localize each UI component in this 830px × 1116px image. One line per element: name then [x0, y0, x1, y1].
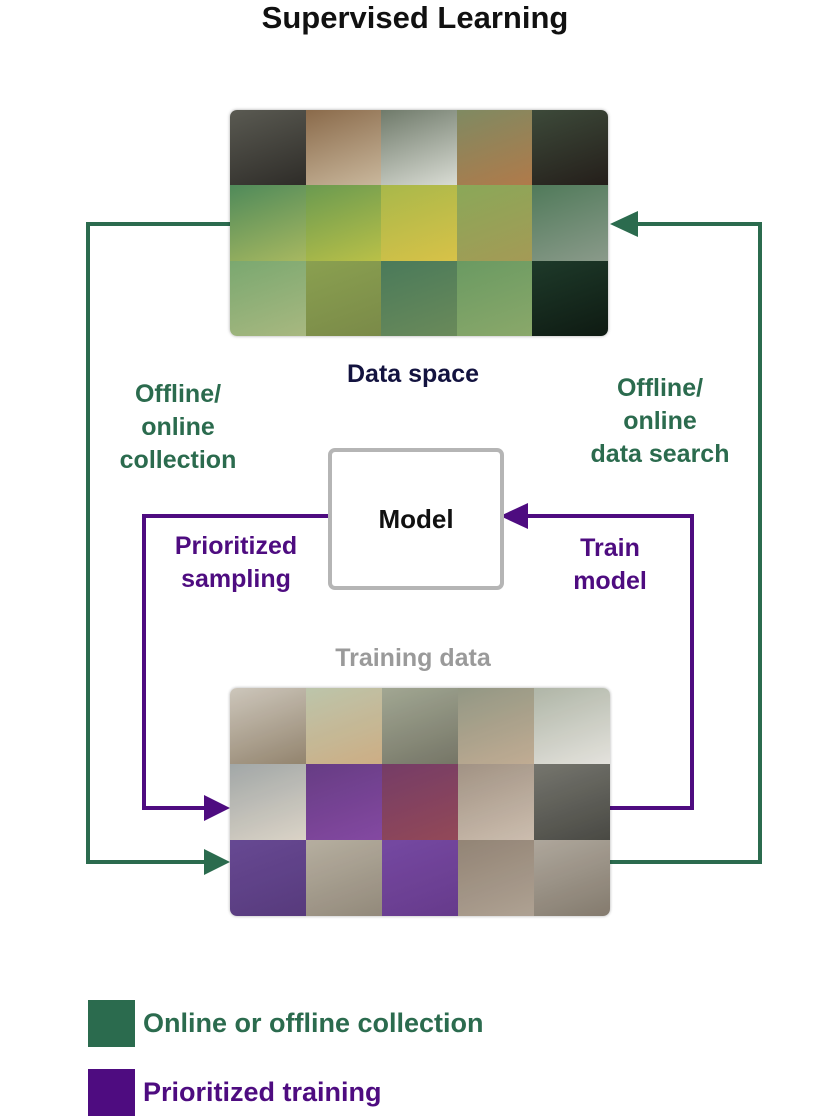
training-data-label: Training data — [335, 644, 491, 672]
collection-arrowhead — [204, 849, 230, 875]
dog-photo — [382, 764, 458, 840]
sampling-path — [142, 514, 328, 810]
dog-photo — [306, 688, 382, 764]
sampling-arrowhead — [204, 795, 230, 821]
cat-photo — [381, 260, 457, 336]
lion-photo — [381, 185, 457, 261]
offline-online-data-search-label: Offline/ online data search — [590, 374, 730, 468]
lion-photo — [456, 185, 533, 261]
dog-photo — [382, 688, 458, 764]
prioritized-swatch — [88, 1069, 135, 1116]
dog-photo — [456, 110, 533, 186]
leopard-photo — [305, 185, 382, 261]
search-arrowhead — [610, 211, 638, 237]
dog-photo — [532, 110, 608, 186]
dog-photo — [534, 688, 610, 764]
legend-item-prioritized: Prioritized training — [88, 1069, 382, 1116]
dog-photo — [305, 110, 382, 186]
legend-label: Online or offline collection — [143, 1008, 484, 1038]
data-space-image-grid — [230, 110, 608, 336]
search-path — [610, 222, 762, 864]
train-model-label: Train model — [573, 534, 647, 595]
collection-swatch — [88, 1000, 135, 1047]
diagram-title: Supervised Learning — [261, 0, 569, 35]
dog-photo — [458, 688, 534, 764]
dog-photo — [534, 764, 610, 840]
data-space-label: Data space — [346, 360, 480, 388]
cat-photo — [230, 260, 306, 336]
dog-photo — [306, 840, 382, 916]
dog-photo — [458, 764, 534, 840]
legend-item-collection: Online or offline collection — [88, 1000, 484, 1047]
training-data-image-grid — [230, 688, 610, 916]
offline-online-collection-label: Offline/ online collection — [119, 380, 237, 474]
dog-photo — [306, 764, 382, 840]
model-box: Model — [328, 448, 504, 590]
dog-photo — [230, 688, 306, 764]
train-path — [524, 514, 694, 810]
dog-photo — [230, 840, 306, 916]
cat-photo — [305, 260, 382, 336]
legend-label: Prioritized training — [143, 1077, 382, 1107]
cat-photo — [456, 260, 533, 336]
legend: Online or offline collection Prioritized… — [88, 1000, 788, 1116]
train-arrowhead — [500, 503, 528, 529]
prioritized-sampling-label: Prioritized sampling — [174, 532, 298, 593]
model-label: Model — [378, 503, 454, 534]
dog-photo — [230, 764, 306, 840]
dog-photo — [381, 110, 457, 186]
wolf-photo — [532, 185, 608, 261]
collection-path — [86, 222, 230, 864]
dog-photo — [534, 840, 610, 916]
tiger-photo — [230, 185, 306, 261]
dog-photo — [458, 840, 534, 916]
dog-photo — [382, 840, 458, 916]
cat-photo — [532, 260, 608, 336]
dog-photo — [230, 110, 306, 186]
